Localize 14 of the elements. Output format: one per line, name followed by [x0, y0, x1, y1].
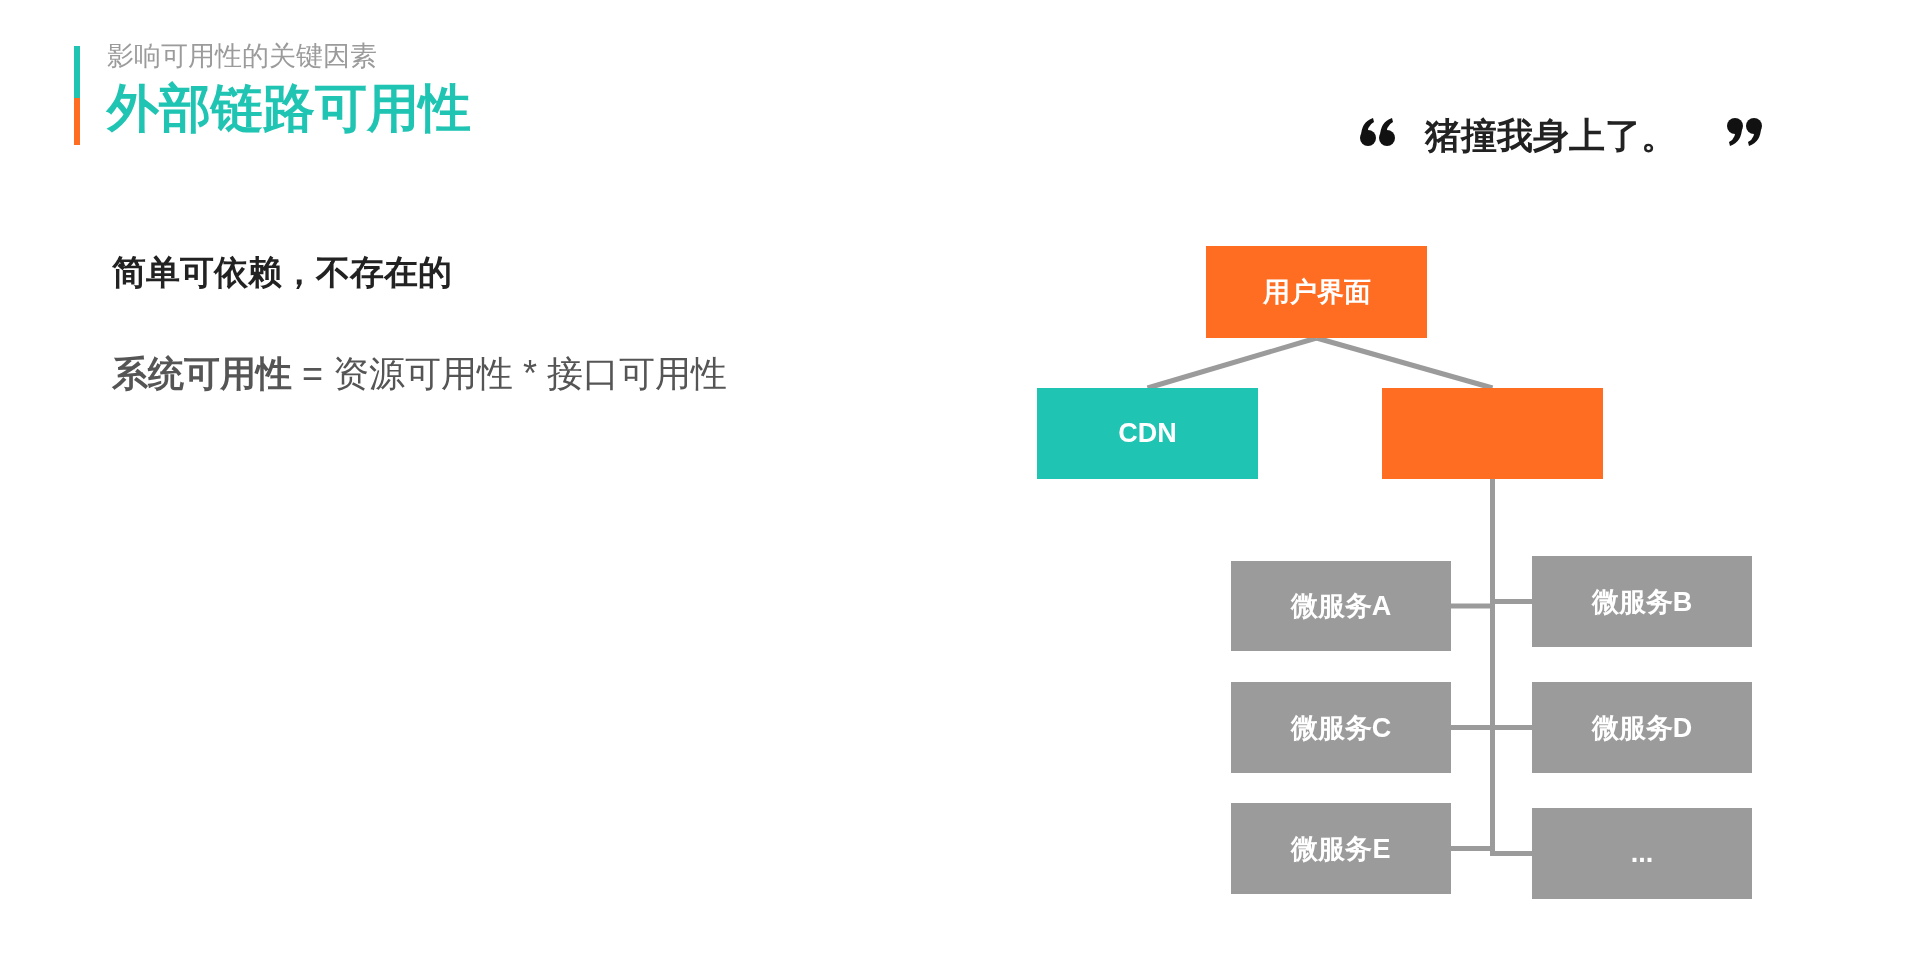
service-box: 微服务C: [1231, 682, 1451, 773]
service-box: 微服务D: [1532, 682, 1752, 773]
body-text: 简单可依赖，不存在的: [112, 252, 452, 293]
body-text: 系统可用性 = 资源可用性 * 接口可用性: [112, 352, 728, 396]
slide-title: 外部链路可用性: [107, 78, 471, 139]
service-box: 微服务E: [1231, 803, 1451, 894]
service-box: 用户界面: [1206, 246, 1427, 338]
subtitle: 影响可用性的关键因素: [107, 40, 377, 73]
quote-text: 猪撞我身上了。: [1425, 114, 1677, 158]
service-box: [1382, 388, 1603, 479]
service-box: 微服务A: [1231, 561, 1451, 651]
service-box: CDN: [1037, 388, 1258, 479]
service-box: ...: [1532, 808, 1752, 899]
service-box: 微服务B: [1532, 556, 1752, 647]
